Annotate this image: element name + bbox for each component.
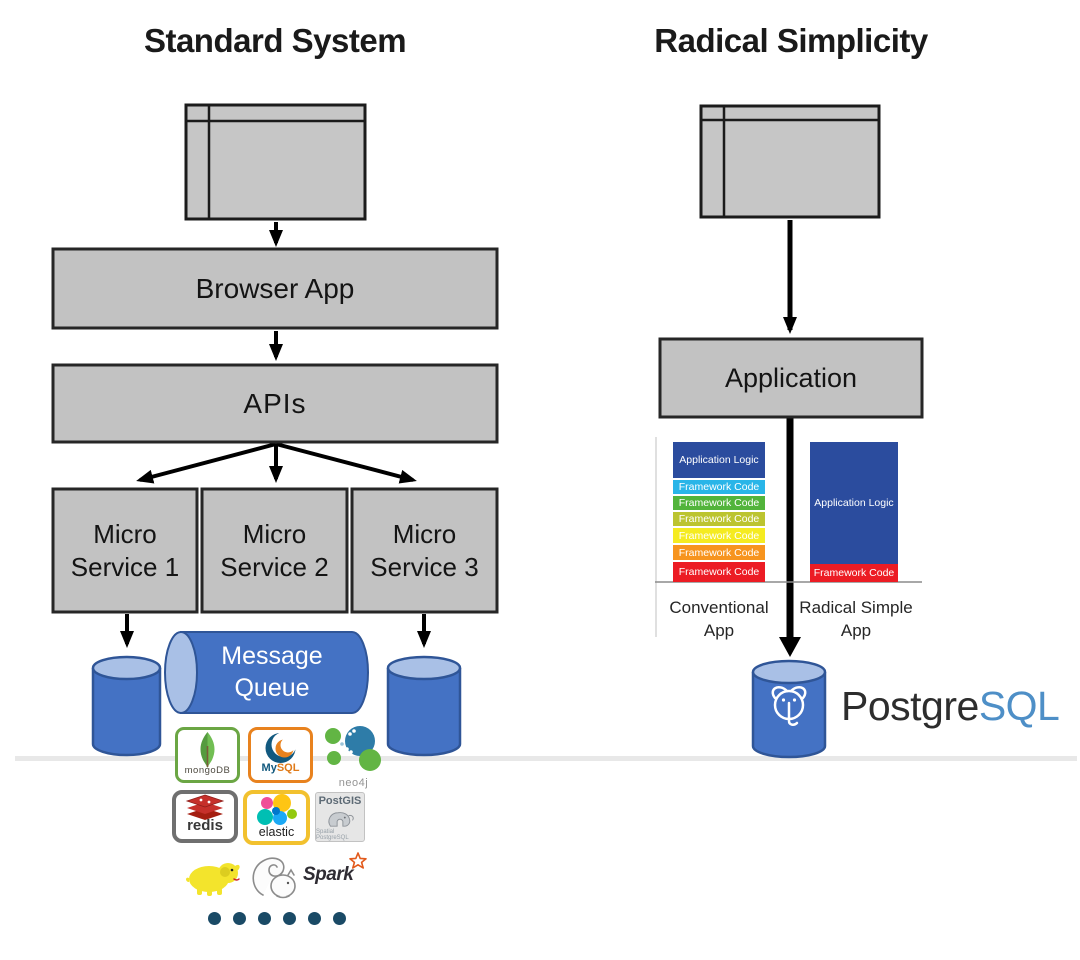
arrow-apis-to-service3 [275, 442, 417, 484]
right-panel-title: Radical Simplicity [654, 22, 928, 59]
browser-app-label: Browser App [195, 272, 355, 304]
ellipsis-dot [283, 912, 296, 925]
hadoop-logo [183, 856, 243, 903]
ellipsis-dot [233, 912, 246, 925]
message-queue-cylinder [164, 631, 369, 714]
message-queue-label: Message Queue [221, 642, 323, 702]
bar-segment: Framework Code [673, 528, 765, 543]
left-browser-window-icon [184, 103, 367, 221]
postgresql-wordmark: PostgreSQL [841, 683, 1060, 730]
arrow-apis-to-service1 [136, 442, 277, 484]
mysql-label-my: My [261, 762, 277, 774]
elastic-cluster-icon [257, 794, 297, 825]
bar-segment-label: Application Logic [814, 497, 894, 509]
spark-star-icon [349, 852, 367, 869]
ellipsis-dot [308, 912, 321, 925]
postgresql-cylinder [751, 659, 827, 759]
right-browser-window-icon [699, 104, 881, 219]
squirrel-sketch-icon [252, 857, 296, 899]
neo4j-circles-icon [325, 726, 381, 771]
spark-label: Spark [303, 864, 354, 885]
ellipsis-dot [333, 912, 346, 925]
mysql-label: MySQL [262, 763, 300, 774]
bar-segment-label: Framework Code [678, 566, 760, 578]
bar-segment: Framework Code [673, 562, 765, 582]
bar-segment-label: Framework Code [678, 481, 760, 493]
micro-service-1-label: Micro Service 1 [70, 519, 180, 582]
postgis-logo-card: PostGIS Spatial PostgreSQL [315, 792, 365, 842]
bar-segment-label: Framework Code [678, 546, 760, 559]
arrow-application-to-postgres-head [779, 637, 801, 657]
bar-segment: Application Logic [810, 442, 898, 564]
micro-service-1-box [51, 487, 199, 614]
mysql-dolphin-icon [265, 732, 297, 763]
neo4j-label: neo4j [338, 777, 369, 789]
mysql-label-sql: SQL [276, 762, 300, 774]
elastic-label: elastic [258, 825, 295, 839]
right-database-cylinder [386, 655, 462, 757]
postgis-subtext: Spatial PostgreSQL [316, 829, 349, 841]
micro-service-3-label: Micro Service 3 [370, 519, 479, 582]
spark-logo: Spark [303, 852, 369, 890]
bar-segment: Application Logic [673, 442, 765, 478]
bar-segment: Framework Code [673, 480, 765, 494]
bar-segment: Framework Code [673, 545, 765, 560]
bar-segment-label: Framework Code [678, 529, 760, 542]
bar-segment-label: Application Logic [679, 454, 759, 466]
postgis-label: PostGIS [318, 795, 362, 807]
redis-stack-icon [185, 794, 225, 820]
postgresql-wordmark-blue: SQL [978, 683, 1060, 729]
application-label: Application [724, 362, 858, 393]
squirrel-logo [247, 853, 301, 905]
postgis-elephant-icon [328, 812, 354, 827]
bar-segment-label: Framework Code [813, 567, 895, 579]
micro-service-3-box [350, 487, 499, 614]
browser-app-box [51, 247, 499, 330]
bar-segment: Framework Code [673, 512, 765, 526]
micro-service-2-box [200, 487, 349, 614]
bar-segment: Framework Code [673, 496, 765, 510]
redis-logo-card: redis [172, 790, 238, 843]
mongodb-logo-card: mongoDB [175, 727, 240, 783]
left-panel-title: Standard System [143, 22, 407, 59]
ellipsis-dot [258, 912, 271, 925]
radical-simple-app-caption: Radical Simple App [799, 598, 913, 640]
elastic-logo-card: elastic [243, 790, 310, 845]
mysql-logo-card: MySQL [248, 727, 313, 783]
micro-service-2-label: Micro Service 2 [220, 519, 329, 582]
conventional-app-caption: Conventional App [669, 598, 769, 640]
bar-segment-label: Framework Code [678, 513, 760, 525]
left-database-cylinder [91, 655, 162, 757]
application-box [658, 337, 924, 419]
mongodb-label: mongoDB [184, 765, 231, 776]
postgresql-elephant-icon [771, 686, 807, 726]
bar-segment: Framework Code [810, 564, 898, 582]
apis-box [51, 363, 499, 444]
horizontal-divider-line [15, 756, 1077, 761]
neo4j-logo-card: neo4j [320, 724, 387, 789]
bar-segment-label: Framework Code [678, 497, 760, 509]
hadoop-elephant-icon [186, 863, 240, 896]
apis-label: APIs [243, 387, 307, 419]
postgresql-wordmark-dark: Postgre [841, 683, 979, 729]
mongodb-leaf-icon [200, 732, 215, 768]
redis-label: redis [187, 817, 223, 834]
more-datastores-ellipsis [208, 912, 346, 925]
ellipsis-dot [208, 912, 221, 925]
